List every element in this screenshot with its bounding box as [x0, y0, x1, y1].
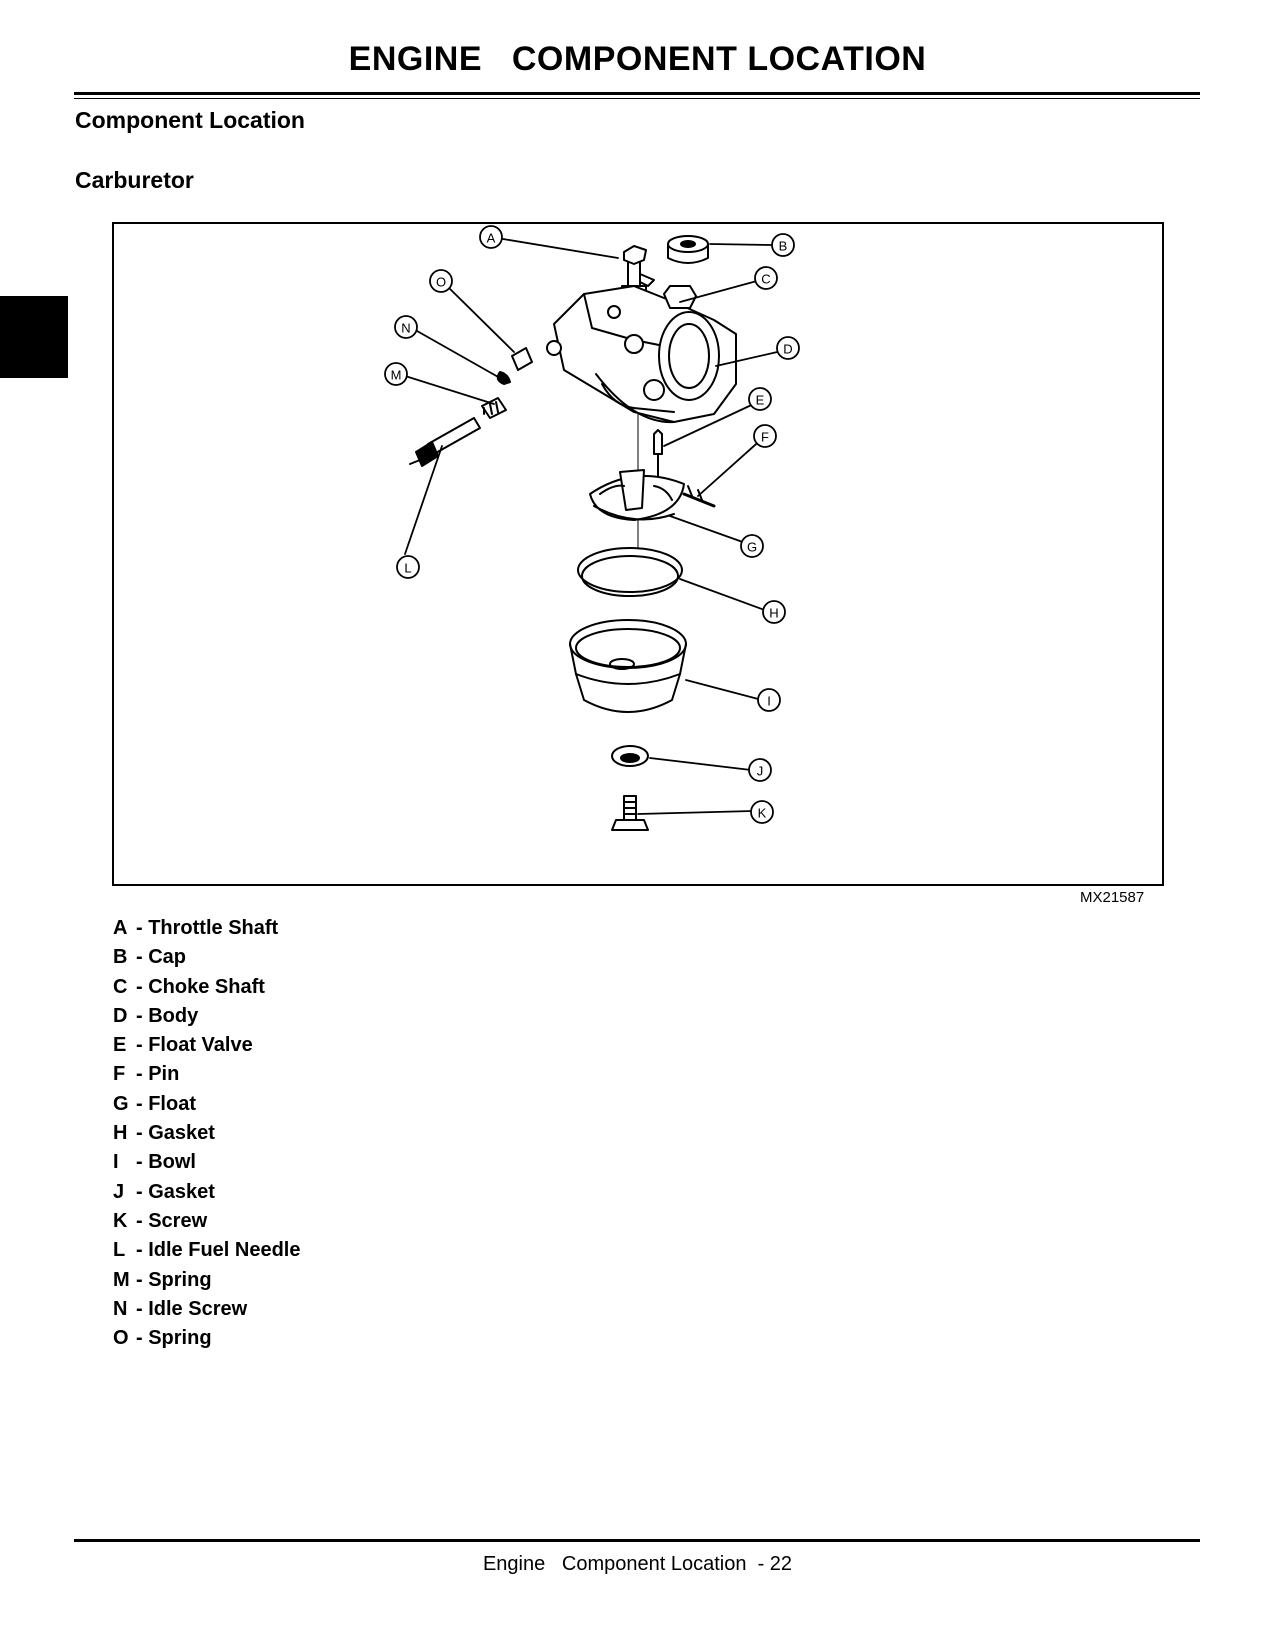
figure-id: MX21587 — [1080, 889, 1145, 906]
legend-letter: L — [113, 1239, 126, 1262]
page-title: ENGINE COMPONENT LOCATION — [348, 40, 927, 78]
legend-letter: E — [113, 1034, 127, 1057]
page-footer: Engine Component Location - 22 — [482, 1553, 793, 1575]
legend-letter: O — [113, 1327, 129, 1350]
idle-springs-screws-drawing — [409, 347, 533, 467]
legend-text: - Throttle Shaft — [136, 917, 279, 939]
legend-item: L - Idle Fuel Needle — [113, 1236, 300, 1265]
carburetor-exploded-diagram: A B C D E F G H I J K L M N O — [112, 222, 1164, 886]
legend-text: - Idle Screw — [136, 1297, 248, 1320]
legend-letter: K — [113, 1209, 128, 1232]
legend-item: O - Spring — [113, 1324, 300, 1353]
legend-letter: H — [113, 1122, 128, 1145]
legend-text: - Gasket — [136, 1180, 215, 1203]
legend-text: - Float Valve — [136, 1034, 253, 1057]
legend-text: - Idle Fuel Needle — [136, 1239, 301, 1262]
callout-label-j: J — [757, 764, 764, 779]
legend-text: - Spring — [136, 1268, 212, 1291]
legend-item: G - Float — [113, 1090, 300, 1119]
callout-label-c: C — [761, 272, 770, 287]
legend-item: N - Idle Screw — [113, 1295, 300, 1324]
callout-label-i: I — [767, 694, 771, 709]
legend-item: B - Cap — [113, 943, 300, 972]
legend-item: K - Screw — [113, 1207, 300, 1236]
callout-label-g: G — [747, 540, 757, 555]
legend-item: J - Gasket — [113, 1178, 300, 1207]
callout-label-l: L — [404, 561, 411, 576]
legend-text: - Gasket — [136, 1122, 215, 1145]
sub-heading: Carburetor — [75, 167, 194, 193]
callout-label-f: F — [761, 430, 769, 445]
legend-item: C - Choke Shaft — [113, 973, 300, 1002]
callout-label-n: N — [401, 321, 410, 336]
legend-text: - Spring — [136, 1327, 212, 1350]
legend-letter: B — [113, 946, 128, 969]
legend-item: I - Bowl — [113, 1148, 300, 1177]
body-drawing — [546, 285, 737, 424]
header-rule — [74, 92, 1200, 95]
callout-label-a: A — [487, 231, 496, 246]
callout-label-b: B — [779, 239, 788, 254]
callout-label-k: K — [758, 806, 767, 821]
legend-item: M - Spring — [113, 1266, 300, 1295]
callout-label-d: D — [783, 342, 792, 357]
callout-leader-lines — [401, 238, 787, 815]
legend-letter: M — [113, 1268, 130, 1291]
legend-letter: F — [113, 1063, 126, 1086]
header-rule-thin — [74, 98, 1200, 99]
gasket-ring-drawing — [577, 547, 683, 597]
cap-drawing — [667, 235, 709, 264]
legend-letter: A — [113, 917, 128, 939]
screw-drawing — [611, 795, 649, 831]
callout-label-m: M — [391, 368, 402, 383]
legend-text: - Choke Shaft — [136, 975, 265, 998]
float-drawing — [589, 469, 685, 521]
legend-text: - Cap — [136, 946, 186, 969]
legend-text: - Pin — [136, 1063, 180, 1086]
small-gasket-drawing — [611, 745, 649, 767]
legend-item: F - Pin — [113, 1060, 300, 1089]
footer-rule — [74, 1539, 1200, 1542]
legend-item: H - Gasket — [113, 1119, 300, 1148]
legend-text: - Body — [136, 1004, 199, 1027]
callout-label-e: E — [756, 393, 765, 408]
legend-letter: I — [113, 1151, 119, 1174]
callout-label-h: H — [769, 606, 778, 621]
legend-item: E - Float Valve — [113, 1031, 300, 1060]
legend-text: - Bowl — [136, 1151, 196, 1174]
section-heading: Component Location — [75, 107, 305, 133]
legend-letter: C — [113, 975, 128, 998]
legend-text: - Float — [136, 1092, 196, 1115]
callout-circles — [384, 225, 800, 824]
bowl-drawing — [569, 619, 687, 713]
legend-item: A - Throttle Shaft — [113, 914, 300, 943]
legend-text: - Screw — [136, 1209, 208, 1232]
legend-letter: D — [113, 1004, 128, 1027]
legend-letter: G — [113, 1092, 129, 1115]
callout-label-o: O — [436, 275, 446, 290]
legend-letter: J — [113, 1180, 125, 1203]
section-tab-marker — [0, 296, 68, 378]
legend-letter: N — [113, 1297, 128, 1320]
parts-legend: A- Throttle Shaft B- Cap C- Choke Shaft … — [113, 914, 300, 1353]
legend-item: D - Body — [113, 1002, 300, 1031]
